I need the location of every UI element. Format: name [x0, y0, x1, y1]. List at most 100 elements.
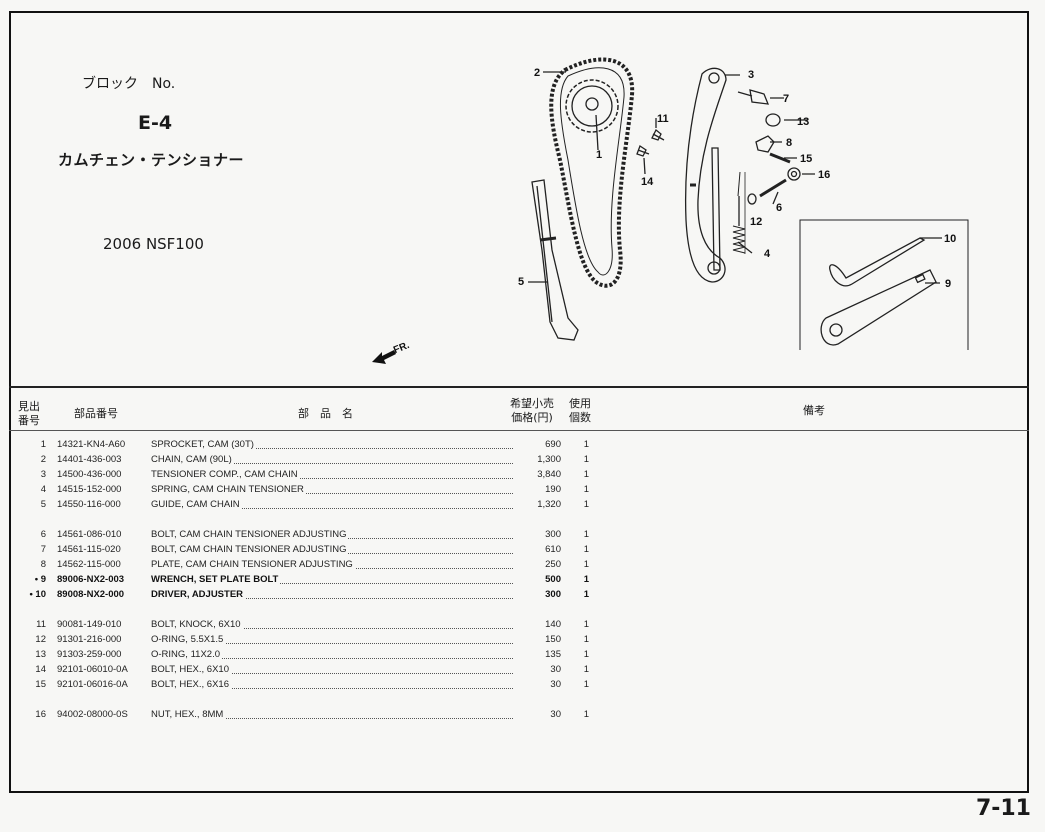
section-divider	[9, 386, 1029, 388]
part-name: DRIVER, ADJUSTER	[151, 589, 246, 600]
part-row: 14 92101-06010-0A BOLT, HEX., 6X10 30 1	[14, 662, 593, 677]
part-price: 150	[545, 634, 561, 645]
part-ref-number: • 10	[29, 589, 46, 600]
part-name: GUIDE, CAM CHAIN	[151, 499, 242, 510]
page-frame	[9, 11, 1029, 793]
part-number: 89006-NX2-003	[57, 574, 125, 585]
part-name-cell: NUT, HEX., 8MM	[151, 707, 517, 722]
part-name-cell: BOLT, KNOCK, 6X10	[151, 617, 517, 632]
callout-9: 9	[945, 278, 951, 290]
front-label: FR.	[392, 340, 411, 356]
part-qty: 1	[583, 499, 589, 510]
part-number: 14550-116-000	[57, 499, 121, 510]
part-qty: 1	[583, 679, 589, 690]
callout-5: 5	[518, 276, 524, 288]
cam-chain-guide-drawing	[531, 179, 579, 341]
part-price: 300	[545, 589, 561, 600]
part-row: 15 92101-06016-0A BOLT, HEX., 6X16 30 1	[14, 677, 593, 692]
part-price: 1,320	[537, 499, 561, 510]
callout-6: 6	[776, 202, 782, 214]
part-qty: 1	[583, 469, 589, 480]
part-qty: 1	[583, 484, 589, 495]
part-name: CHAIN, CAM (90L)	[151, 454, 234, 465]
part-number: 14561-115-020	[57, 544, 121, 555]
part-name: SPROCKET, CAM (30T)	[151, 439, 256, 450]
page-number: 7-11	[975, 796, 1031, 821]
part-ref-number: 1	[40, 439, 46, 450]
part-name-cell: BOLT, CAM CHAIN TENSIONER ADJUSTING	[151, 527, 517, 542]
part-price: 30	[550, 664, 561, 675]
part-number: 89008-NX2-000	[57, 589, 125, 600]
part-name: BOLT, KNOCK, 6X10	[151, 619, 243, 630]
callout-13: 13	[797, 116, 809, 128]
part-ref-number: 14	[35, 664, 46, 675]
part-name: O-RING, 5.5X1.5	[151, 634, 226, 645]
part-number: 91301-216-000	[57, 634, 122, 645]
row-spacer	[14, 512, 593, 527]
part-qty: 1	[583, 709, 589, 720]
col-header-qty: 使用個数	[569, 397, 591, 424]
part-price: 30	[550, 709, 561, 720]
part-price: 1,300	[537, 454, 561, 465]
part-ref-number: 15	[35, 679, 46, 690]
callout-16: 16	[818, 169, 830, 181]
callout-10: 10	[944, 233, 956, 245]
part-name: SPRING, CAM CHAIN TENSIONER	[151, 484, 306, 495]
part-number: 91303-259-000	[57, 649, 122, 660]
row-spacer	[14, 692, 593, 707]
block-number-label: ブロック No.	[82, 76, 176, 92]
part-ref-number: 11	[36, 619, 46, 630]
part-ref-number: 2	[40, 454, 46, 465]
part-price: 135	[545, 649, 561, 660]
part-name: BOLT, CAM CHAIN TENSIONER ADJUSTING	[151, 529, 349, 540]
part-qty: 1	[583, 619, 589, 630]
part-qty: 1	[583, 649, 589, 660]
part-name-cell: TENSIONER COMP., CAM CHAIN	[151, 467, 517, 482]
part-name: BOLT, HEX., 6X10	[151, 664, 231, 675]
part-name-cell: BOLT, CAM CHAIN TENSIONER ADJUSTING	[151, 542, 517, 557]
part-ref-number: 13	[35, 649, 46, 660]
part-number: 92101-06010-0A	[57, 664, 128, 675]
part-name-cell: O-RING, 5.5X1.5	[151, 632, 517, 647]
callout-12: 12	[750, 216, 762, 228]
model-name: 2006 NSF100	[103, 235, 204, 253]
part-name: O-RING, 11X2.0	[151, 649, 222, 660]
part-number: 14401-436-003	[57, 454, 122, 465]
front-direction-indicator: FR.	[368, 338, 418, 372]
front-arrow-icon	[372, 350, 396, 364]
part-name: BOLT, HEX., 6X16	[151, 679, 231, 690]
part-number: 92101-06016-0A	[57, 679, 128, 690]
part-price: 190	[545, 484, 561, 495]
part-ref-number: 12	[35, 634, 46, 645]
part-ref-number: 6	[40, 529, 46, 540]
row-spacer	[14, 602, 593, 617]
tensioner-spring-drawing	[732, 171, 746, 254]
exploded-parts-diagram: 2 3 7 11 13 8 1 15 16 14 6 12 4 5 10 9	[518, 57, 969, 350]
part-price: 3,840	[537, 469, 561, 480]
part-name-cell: CHAIN, CAM (90L)	[151, 452, 517, 467]
part-price: 250	[545, 559, 561, 570]
part-qty: 1	[583, 664, 589, 675]
part-qty: 1	[583, 559, 589, 570]
callout-3: 3	[748, 69, 754, 81]
part-ref-number: 8	[40, 559, 46, 570]
part-number: 14321-KN4-A60	[57, 439, 126, 450]
header-rule	[9, 430, 1029, 431]
part-name-cell: SPROCKET, CAM (30T)	[151, 437, 517, 452]
callout-4: 4	[764, 248, 771, 260]
callout-2: 2	[534, 67, 540, 79]
part-name: NUT, HEX., 8MM	[151, 709, 226, 720]
part-number: 14562-115-000	[57, 559, 121, 570]
block-title: カムチェン・テンショナー	[58, 151, 245, 169]
part-qty: 1	[583, 439, 589, 450]
part-price: 30	[550, 679, 561, 690]
